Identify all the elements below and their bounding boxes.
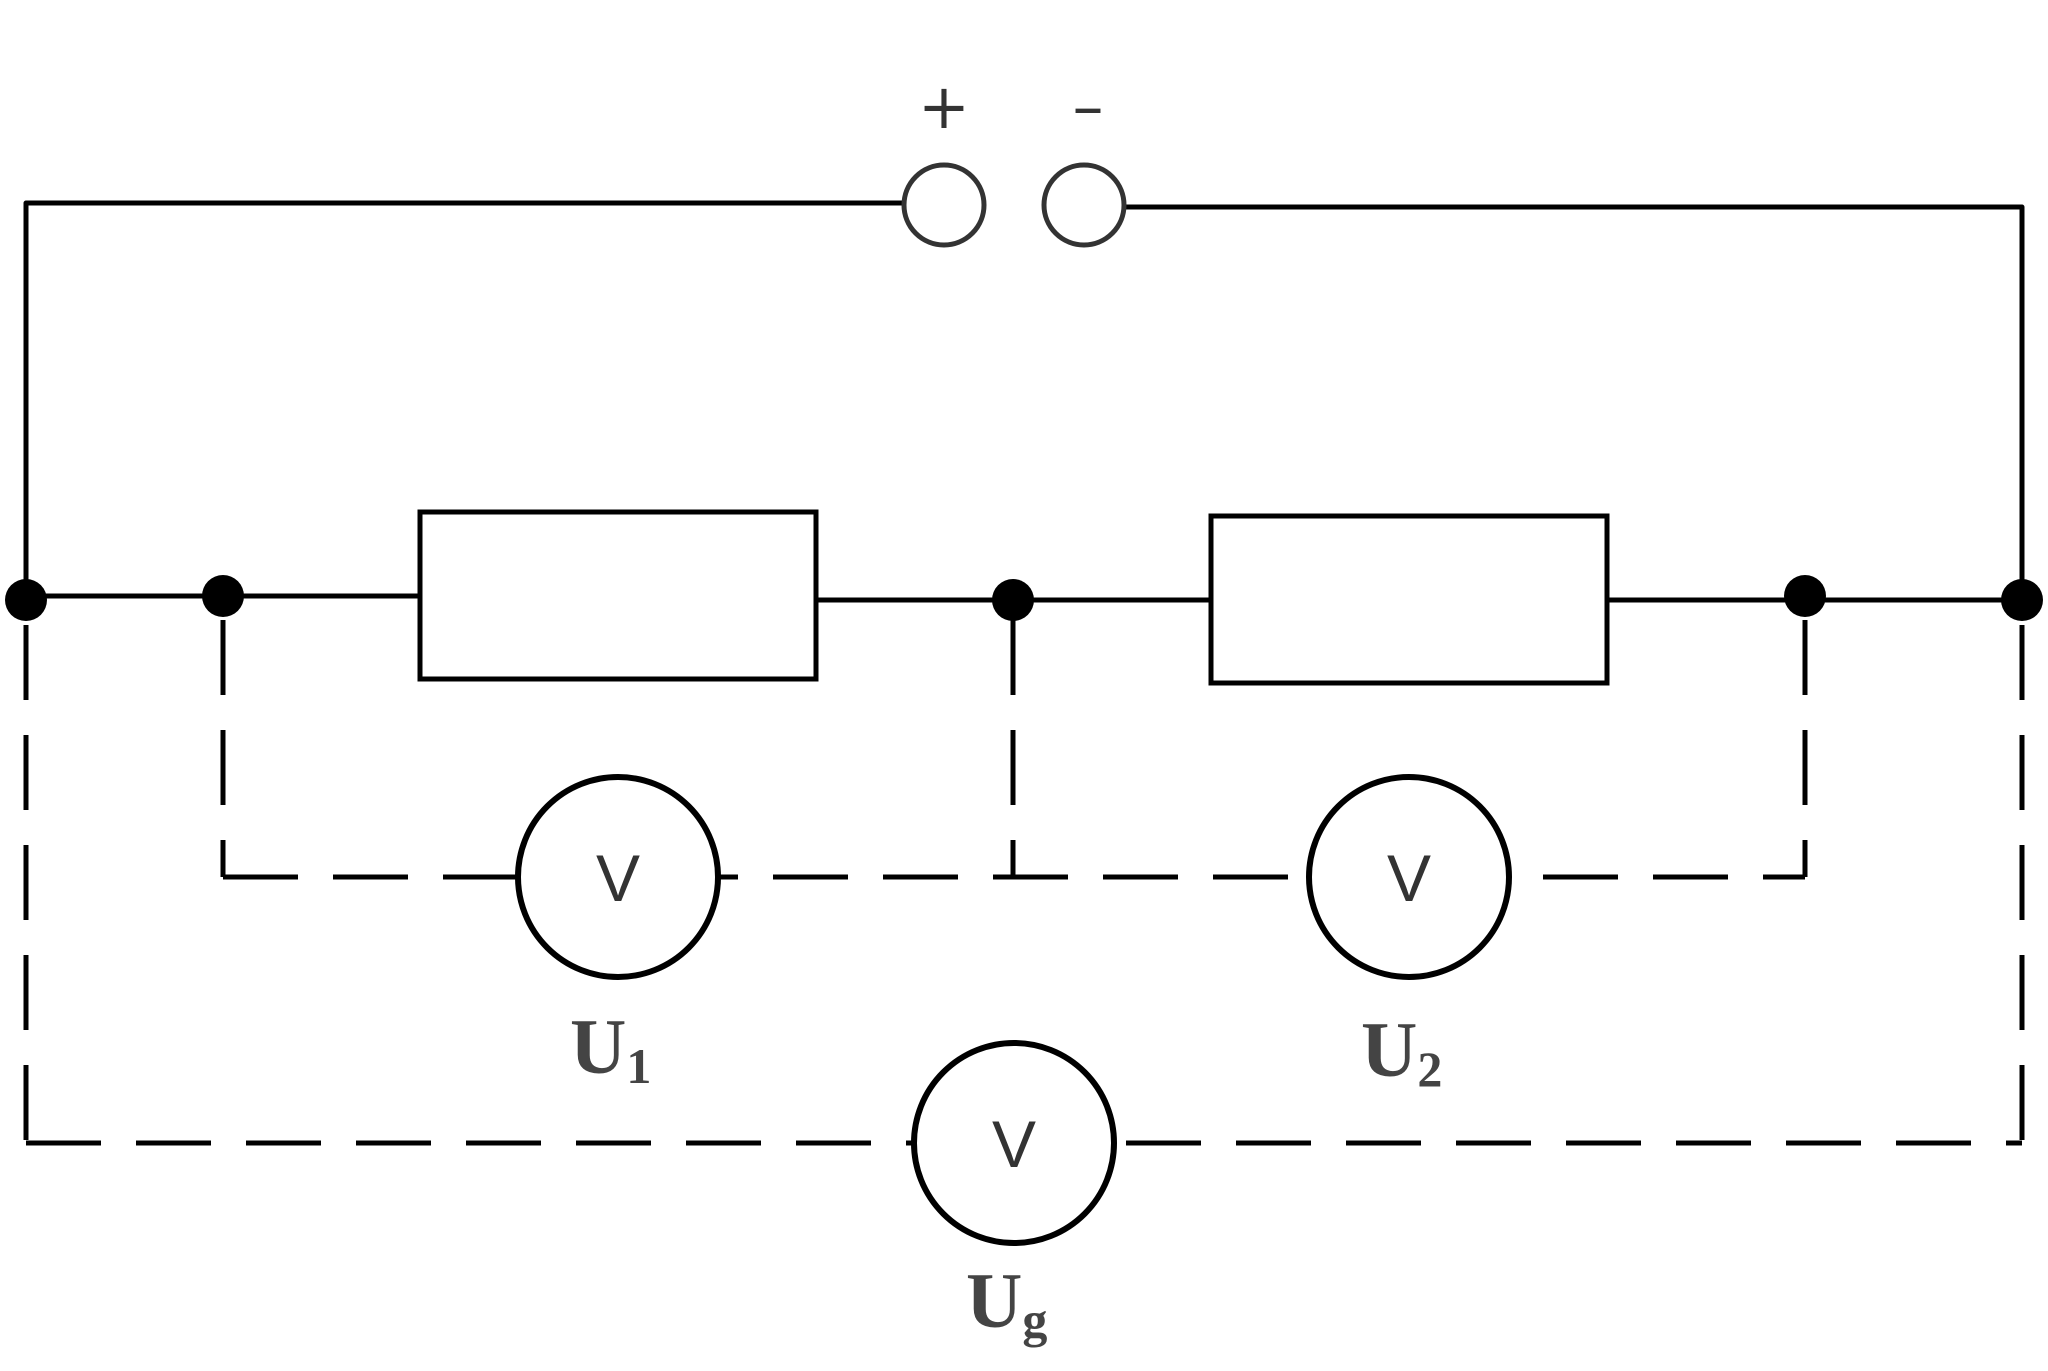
- voltmeter-u1-label: U1: [570, 1003, 651, 1094]
- voltmeter-u1-symbol: V: [596, 841, 640, 915]
- voltmeter-ug-subscript: g: [1022, 1292, 1047, 1348]
- voltmeter-u2-letter: U: [1361, 1006, 1417, 1093]
- voltmeter-ug-label: Ug: [966, 1257, 1047, 1348]
- voltmeter-ug-symbol: V: [992, 1107, 1036, 1181]
- top-right-wire: [1121, 204, 2025, 603]
- minus-sign: –: [1073, 70, 1104, 143]
- junction-node-outer-left: [5, 579, 47, 621]
- voltmeter-u2-label: U2: [1361, 1006, 1442, 1097]
- voltmeter-u1-subscript: 1: [626, 1038, 651, 1094]
- voltmeter-ug: V Ug: [911, 1040, 1117, 1348]
- voltmeter-ug-letter: U: [966, 1257, 1022, 1344]
- negative-terminal: [1041, 162, 1127, 248]
- voltmeter-u2-subscript: 2: [1417, 1041, 1442, 1097]
- resistor-r2: [1208, 513, 1610, 686]
- top-left-wire: [23, 200, 907, 603]
- voltmeter-u1-body: [515, 774, 721, 980]
- voltmeter-u2-body: [1306, 774, 1512, 980]
- junction-node-outer-right: [2001, 579, 2043, 621]
- plus-sign: +: [918, 70, 970, 143]
- voltmeter-u1-letter: U: [570, 1003, 626, 1090]
- voltmeter-u2: V U2: [1306, 774, 1512, 1097]
- junction-node-inner-left: [202, 575, 244, 617]
- resistor-r1: [417, 509, 819, 682]
- positive-terminal: [901, 162, 987, 248]
- voltmeter-u1: V U1: [515, 774, 721, 1094]
- voltmeter-u2-symbol: V: [1387, 841, 1431, 915]
- voltmeter-ug-body: [911, 1040, 1117, 1246]
- junction-node-middle: [992, 579, 1034, 621]
- junction-node-inner-right: [1784, 575, 1826, 617]
